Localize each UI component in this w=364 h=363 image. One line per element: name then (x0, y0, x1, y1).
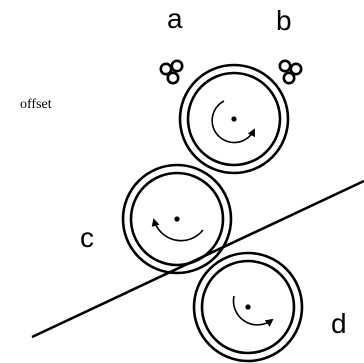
ink-roller-b-2 (289, 62, 303, 76)
cylinder-b-inner-ring (186, 71, 282, 167)
paper-web-line (31, 179, 364, 339)
cylinder-b-center-dot (231, 116, 237, 122)
label-d: d (331, 308, 347, 339)
cylinder-d-inner-ring (200, 259, 296, 355)
ink-roller-b-3 (282, 71, 296, 85)
label-offset: offset (20, 97, 52, 112)
cylinder-d-rotation-arrow (232, 295, 274, 327)
ink-rollers-b (278, 59, 303, 85)
cylinder-c-inner-ring (129, 171, 225, 267)
cylinder-b (178, 63, 290, 175)
label-a: a (167, 3, 183, 34)
cylinder-b-outer-ring (178, 63, 290, 175)
ink-roller-b-1 (278, 59, 292, 73)
label-b: b (276, 5, 292, 36)
cylinder-b-rotation-arrow (211, 100, 256, 144)
ink-roller-a-2 (170, 59, 184, 73)
cylinder-c (121, 163, 233, 275)
ink-roller-a-1 (159, 62, 173, 76)
cylinder-c-outer-ring (121, 163, 233, 275)
cylinder-c-rotation-arrow (151, 218, 204, 242)
cylinder-c-center-dot (174, 216, 180, 222)
label-c: c (80, 222, 94, 253)
ink-roller-a-3 (166, 71, 180, 85)
cylinder-d (192, 251, 304, 363)
cylinder-d-center-dot (245, 304, 251, 310)
ink-rollers-a (159, 59, 184, 85)
